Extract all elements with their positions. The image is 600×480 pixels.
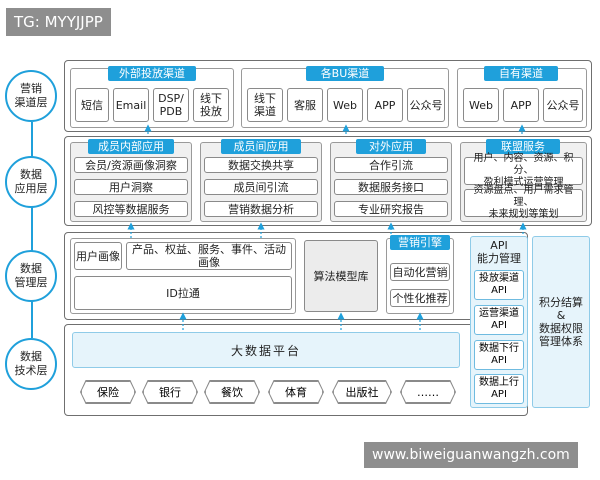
app-item-partner-traffic: 合作引流	[334, 157, 448, 173]
api-item-data-up: 数据上行 API	[474, 374, 524, 404]
alliance-item-planning: 资源盘点、用户需求管理、 未来规划等策划	[464, 185, 583, 220]
channel-item-offline: 线下 渠道	[247, 88, 283, 122]
channel-item-dsp-pdb: DSP/ PDB	[153, 88, 189, 122]
engine-item-automation: 自动化营销	[390, 263, 450, 281]
app-item-data-api: 数据服务接口	[334, 179, 448, 195]
layer-label-application: 数据 应用层	[5, 156, 57, 208]
big-data-platform: 大数据平台	[72, 332, 460, 368]
layer-label-management: 数据 管理层	[5, 250, 57, 302]
mgmt-id-link: ID拉通	[74, 276, 292, 310]
app-item-member-profile: 会员/资源画像洞察	[74, 157, 188, 173]
channel-item-email: Email	[113, 88, 149, 122]
mgmt-algorithm-library: 算法模型库	[304, 240, 378, 312]
source-catering: 餐饮	[205, 381, 259, 403]
bu-channel-title: 各BU渠道	[306, 66, 384, 81]
app-item-risk-control: 风控等数据服务	[74, 201, 188, 217]
alliance-item-operations: 用户、内容、资源、积分、 盈利模式运营管理	[464, 153, 583, 188]
source-publisher: 出版社	[333, 381, 391, 403]
channel-item-sms: 短信	[75, 88, 109, 122]
app-item-research-report: 专业研究报告	[334, 201, 448, 217]
app-item-marketing-analysis: 营销数据分析	[204, 201, 318, 217]
source-bank: 银行	[143, 381, 197, 403]
api-item-data-down: 数据下行 API	[474, 340, 524, 370]
api-item-operation-channel: 运营渠道 API	[474, 305, 524, 335]
own-channel-title: 自有渠道	[484, 66, 558, 81]
channel-item-bu-wechat: 公众号	[407, 88, 445, 122]
source-more: ……	[401, 381, 455, 403]
marketing-engine-title: 营销引擎	[390, 235, 450, 250]
points-settlement-section: 积分结算 & 数据权限 管理体系	[532, 236, 590, 408]
channel-item-service: 客服	[287, 88, 323, 122]
watermark-bottom: www.biweiguanwangzh.com	[364, 442, 578, 468]
api-management-title: API 能力管理	[477, 239, 521, 265]
layer-label-channel: 营销 渠道层	[5, 70, 57, 122]
watermark-top: TG: MYYJJPP	[6, 8, 111, 36]
source-sports: 体育	[269, 381, 323, 403]
app-item-user-insight: 用户洞察	[74, 179, 188, 195]
channel-item-bu-web: Web	[327, 88, 363, 122]
app-item-member-traffic: 成员间引流	[204, 179, 318, 195]
mgmt-user-profile: 用户画像	[74, 242, 122, 270]
internal-app-title: 成员内部应用	[88, 139, 174, 154]
external-channel-title: 外部投放渠道	[108, 66, 196, 81]
layer-label-technology: 数据 技术层	[5, 338, 57, 390]
between-app-title: 成员间应用	[221, 139, 301, 154]
source-insurance: 保险	[81, 381, 135, 403]
channel-item-offline-ads: 线下 投放	[193, 88, 229, 122]
mgmt-product-profile: 产品、权益、服务、事件、活动画像	[126, 242, 292, 270]
api-item-ad-channel: 投放渠道 API	[474, 270, 524, 300]
app-item-data-exchange: 数据交换共享	[204, 157, 318, 173]
layer-connector-line	[31, 122, 33, 338]
channel-item-own-app: APP	[503, 88, 539, 122]
alliance-title: 联盟服务	[486, 139, 560, 154]
external-app-title: 对外应用	[356, 139, 426, 154]
engine-item-recommendation: 个性化推荐	[390, 289, 450, 307]
channel-item-bu-app: APP	[367, 88, 403, 122]
channel-item-own-web: Web	[463, 88, 499, 122]
channel-item-own-wechat: 公众号	[543, 88, 583, 122]
